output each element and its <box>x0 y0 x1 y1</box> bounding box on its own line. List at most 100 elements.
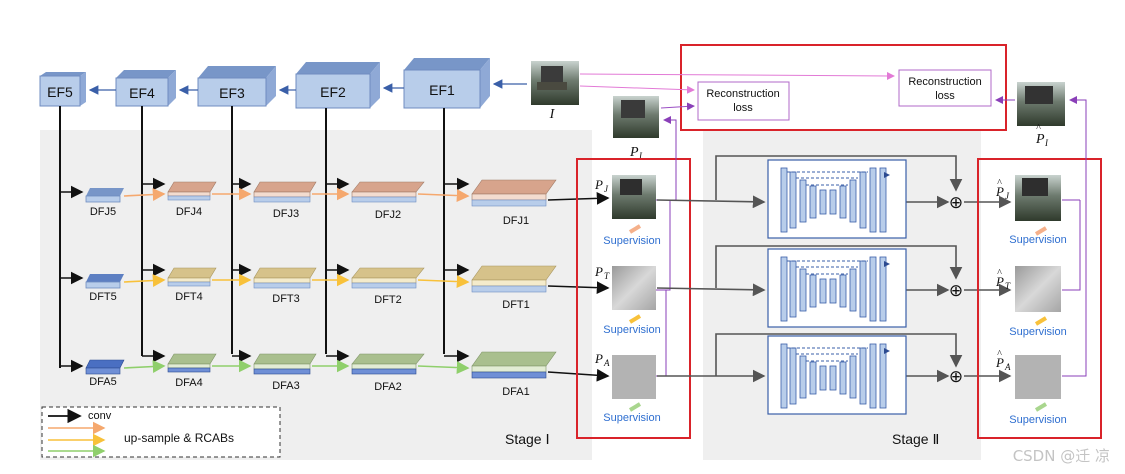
stage2-unets: ⊕ ⊕ ⊕ <box>656 155 1012 415</box>
legend: conv up-sample & RCABs <box>41 406 281 458</box>
decoder-row-a: DFA5 DFA4 DFA3 DFA2 DFA1 <box>85 351 557 398</box>
dft2-block: DFT2 <box>351 267 425 306</box>
dfj2-label: DFJ2 <box>375 209 401 221</box>
dfa4-block: DFA4 <box>167 353 217 389</box>
stage1-output-red-box <box>576 158 691 439</box>
purple-feedback-stage2 <box>1062 96 1087 377</box>
add-symbol-a: ⊕ <box>949 367 963 386</box>
dfa5-label: DFA5 <box>89 376 117 388</box>
input-image-i: I <box>531 61 579 122</box>
ef5-label: EF5 <box>47 84 73 100</box>
hat-pa-subscript: A <box>1004 362 1011 372</box>
input-i-label: I <box>549 107 556 122</box>
hat-pt-hat: ^ <box>997 268 1002 279</box>
pt-subscript: T <box>604 271 610 281</box>
encoder-block-ef4: EF4 <box>115 70 176 107</box>
encoder-block-ef5: EF5 <box>39 72 86 107</box>
dft3-label: DFT3 <box>272 293 300 305</box>
hat-pa-hat: ^ <box>997 349 1002 360</box>
dfj4-label: DFJ4 <box>176 206 202 218</box>
hat-pa-symbol: P <box>995 355 1004 370</box>
pa-subscript: A <box>603 358 610 368</box>
dfj2-block: DFJ2 <box>351 181 425 221</box>
dfa4-label: DFA4 <box>175 377 203 389</box>
hat-pj-supervision: Supervision <box>1009 234 1066 246</box>
reconstruction-loss-1: Reconstruction loss <box>697 81 790 121</box>
dfa1-block: DFA1 <box>471 351 557 398</box>
stage2-output-pt: ^ P T Supervision <box>995 266 1067 338</box>
pt-supervision: Supervision <box>603 324 660 336</box>
dfa2-block: DFA2 <box>351 353 425 393</box>
ef3-label: EF3 <box>219 85 245 101</box>
pt-symbol: P <box>594 264 603 279</box>
dft5-block: DFT5 <box>85 274 124 303</box>
hat-pj-hat: ^ <box>997 178 1002 189</box>
dft3-block: DFT3 <box>253 267 317 305</box>
stage2-label: Stage Ⅱ <box>892 431 939 447</box>
dfa3-label: DFA3 <box>272 380 300 392</box>
dft5-label: DFT5 <box>89 291 117 303</box>
dfj1-block: DFJ1 <box>471 179 557 227</box>
encoder-block-ef1: EF1 <box>403 58 490 109</box>
legend-upsample-label: up-sample & RCABs <box>124 431 234 445</box>
p-i-symbol: P <box>629 145 639 160</box>
p-i-subscript: I <box>638 151 643 161</box>
hat-p-i-symbol: P <box>1035 132 1045 147</box>
add-symbol-t: ⊕ <box>949 281 963 300</box>
encoder-block-ef3: EF3 <box>197 66 276 107</box>
image-hat-p-i: P ^ I <box>1017 82 1065 148</box>
decoder-row-j: DFJ5 DFJ4 DFJ3 DFJ2 DFJ1 <box>85 179 557 227</box>
unet-j <box>767 159 907 239</box>
dft4-label: DFT4 <box>175 291 203 303</box>
hat-pt-symbol: P <box>995 274 1004 289</box>
decoder-row-t: DFT5 DFT4 DFT3 DFT2 DFT1 <box>85 265 557 311</box>
encoder: EF5 EF4 EF3 EF2 EF1 <box>39 58 527 109</box>
recon1-line1: Reconstruction <box>706 88 779 100</box>
stage2-output-pa: ^ P A Supervision <box>995 349 1067 426</box>
recon2-line2: loss <box>935 90 955 102</box>
dfj4-block: DFJ4 <box>167 181 217 218</box>
pj-symbol: P <box>594 177 603 192</box>
watermark: CSDN @迁 凉 <box>1013 447 1110 465</box>
pj-supervision: Supervision <box>603 235 660 247</box>
image-p-i: P I <box>613 96 659 161</box>
encoder-block-ef2: EF2 <box>295 62 380 109</box>
conv-vertical-lines <box>59 106 445 368</box>
ef2-label: EF2 <box>320 84 346 100</box>
dft1-label: DFT1 <box>502 299 530 311</box>
ef1-label: EF1 <box>429 82 455 98</box>
dfj3-block: DFJ3 <box>253 181 317 220</box>
unet-t <box>767 248 907 328</box>
stage2-output-red-box <box>977 158 1102 439</box>
pa-symbol: P <box>594 351 603 366</box>
hat-pt-supervision: Supervision <box>1009 326 1066 338</box>
hat-p-i-hat: ^ <box>1036 123 1041 134</box>
stage2-output-pj: ^ P J Supervision <box>995 175 1067 246</box>
dft2-label: DFT2 <box>374 294 402 306</box>
stage1-output-pa: P A Supervision <box>594 351 661 424</box>
dfj5-label: DFJ5 <box>90 206 116 218</box>
recon1-line2: loss <box>733 102 753 114</box>
dfj1-label: DFJ1 <box>503 215 529 227</box>
hat-pj-subscript: J <box>1005 191 1010 201</box>
legend-conv-label: conv <box>88 410 112 422</box>
pj-subscript: J <box>604 184 609 194</box>
dfa1-label: DFA1 <box>502 386 530 398</box>
dfj5-block: DFJ5 <box>85 188 124 218</box>
stage1-output-pj: P J Supervision <box>594 175 661 247</box>
reconstruction-loss-2: Reconstruction loss <box>898 69 992 107</box>
pa-supervision: Supervision <box>603 412 660 424</box>
hat-p-i-subscript: I <box>1044 138 1049 148</box>
stage1-output-pt: P T Supervision <box>594 264 661 336</box>
recon2-line1: Reconstruction <box>908 76 981 88</box>
dfa3-block: DFA3 <box>253 353 317 392</box>
reconstruction-red-box <box>680 44 1007 131</box>
dft4-block: DFT4 <box>167 267 217 303</box>
hat-pt-subscript: T <box>1005 281 1011 291</box>
stage1-label: Stage Ⅰ <box>505 431 550 447</box>
dfa2-label: DFA2 <box>374 381 402 393</box>
hat-pa-supervision: Supervision <box>1009 414 1066 426</box>
ef4-label: EF4 <box>129 85 155 101</box>
conv-branch-arrows <box>60 177 470 373</box>
